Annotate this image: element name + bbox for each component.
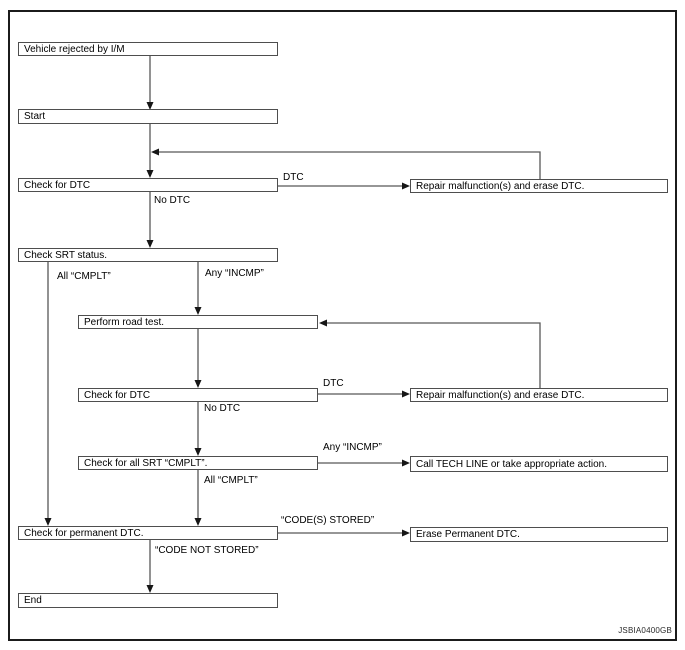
flow-box-check-srt: Check SRT status. xyxy=(18,248,278,262)
flow-box-check-dtc-1: Check for DTC xyxy=(18,178,278,192)
diagram-frame xyxy=(8,10,677,641)
edge-label-any-incmp-1: Any “INCMP” xyxy=(205,268,264,279)
edge-label-no-dtc-1: No DTC xyxy=(154,195,191,206)
flow-box-erase-permanent: Erase Permanent DTC. xyxy=(410,527,668,542)
flow-box-repair-1: Repair malfunction(s) and erase DTC. xyxy=(410,179,668,193)
flow-box-road-test: Perform road test. xyxy=(78,315,318,329)
edge-label-code-not-stored: “CODE NOT STORED” xyxy=(155,545,259,556)
edge-label-all-cmplt-1: All “CMPLT” xyxy=(57,271,111,282)
flow-box-check-dtc-2: Check for DTC xyxy=(78,388,318,402)
figure-code: JSBIA0400GB xyxy=(618,626,672,635)
edge-label-all-cmplt-2: All “CMPLT” xyxy=(204,475,258,486)
edge-label-dtc-2: DTC xyxy=(323,378,344,389)
edge-label-no-dtc-2: No DTC xyxy=(204,403,241,414)
edge-label-codes-stored: “CODE(S) STORED” xyxy=(281,515,375,526)
flow-box-call-tech-line: Call TECH LINE or take appropriate actio… xyxy=(410,456,668,472)
flow-box-vehicle-rejected: Vehicle rejected by I/M xyxy=(18,42,278,56)
flow-box-check-all-srt: Check for all SRT “CMPLT”. xyxy=(78,456,318,470)
edge-label-dtc-1: DTC xyxy=(283,172,304,183)
flow-box-end: End xyxy=(18,593,278,608)
flow-box-repair-2: Repair malfunction(s) and erase DTC. xyxy=(410,388,668,402)
edge-label-any-incmp-2: Any “INCMP” xyxy=(323,442,382,453)
flow-box-check-permanent: Check for permanent DTC. xyxy=(18,526,278,540)
flow-box-start: Start xyxy=(18,109,278,124)
